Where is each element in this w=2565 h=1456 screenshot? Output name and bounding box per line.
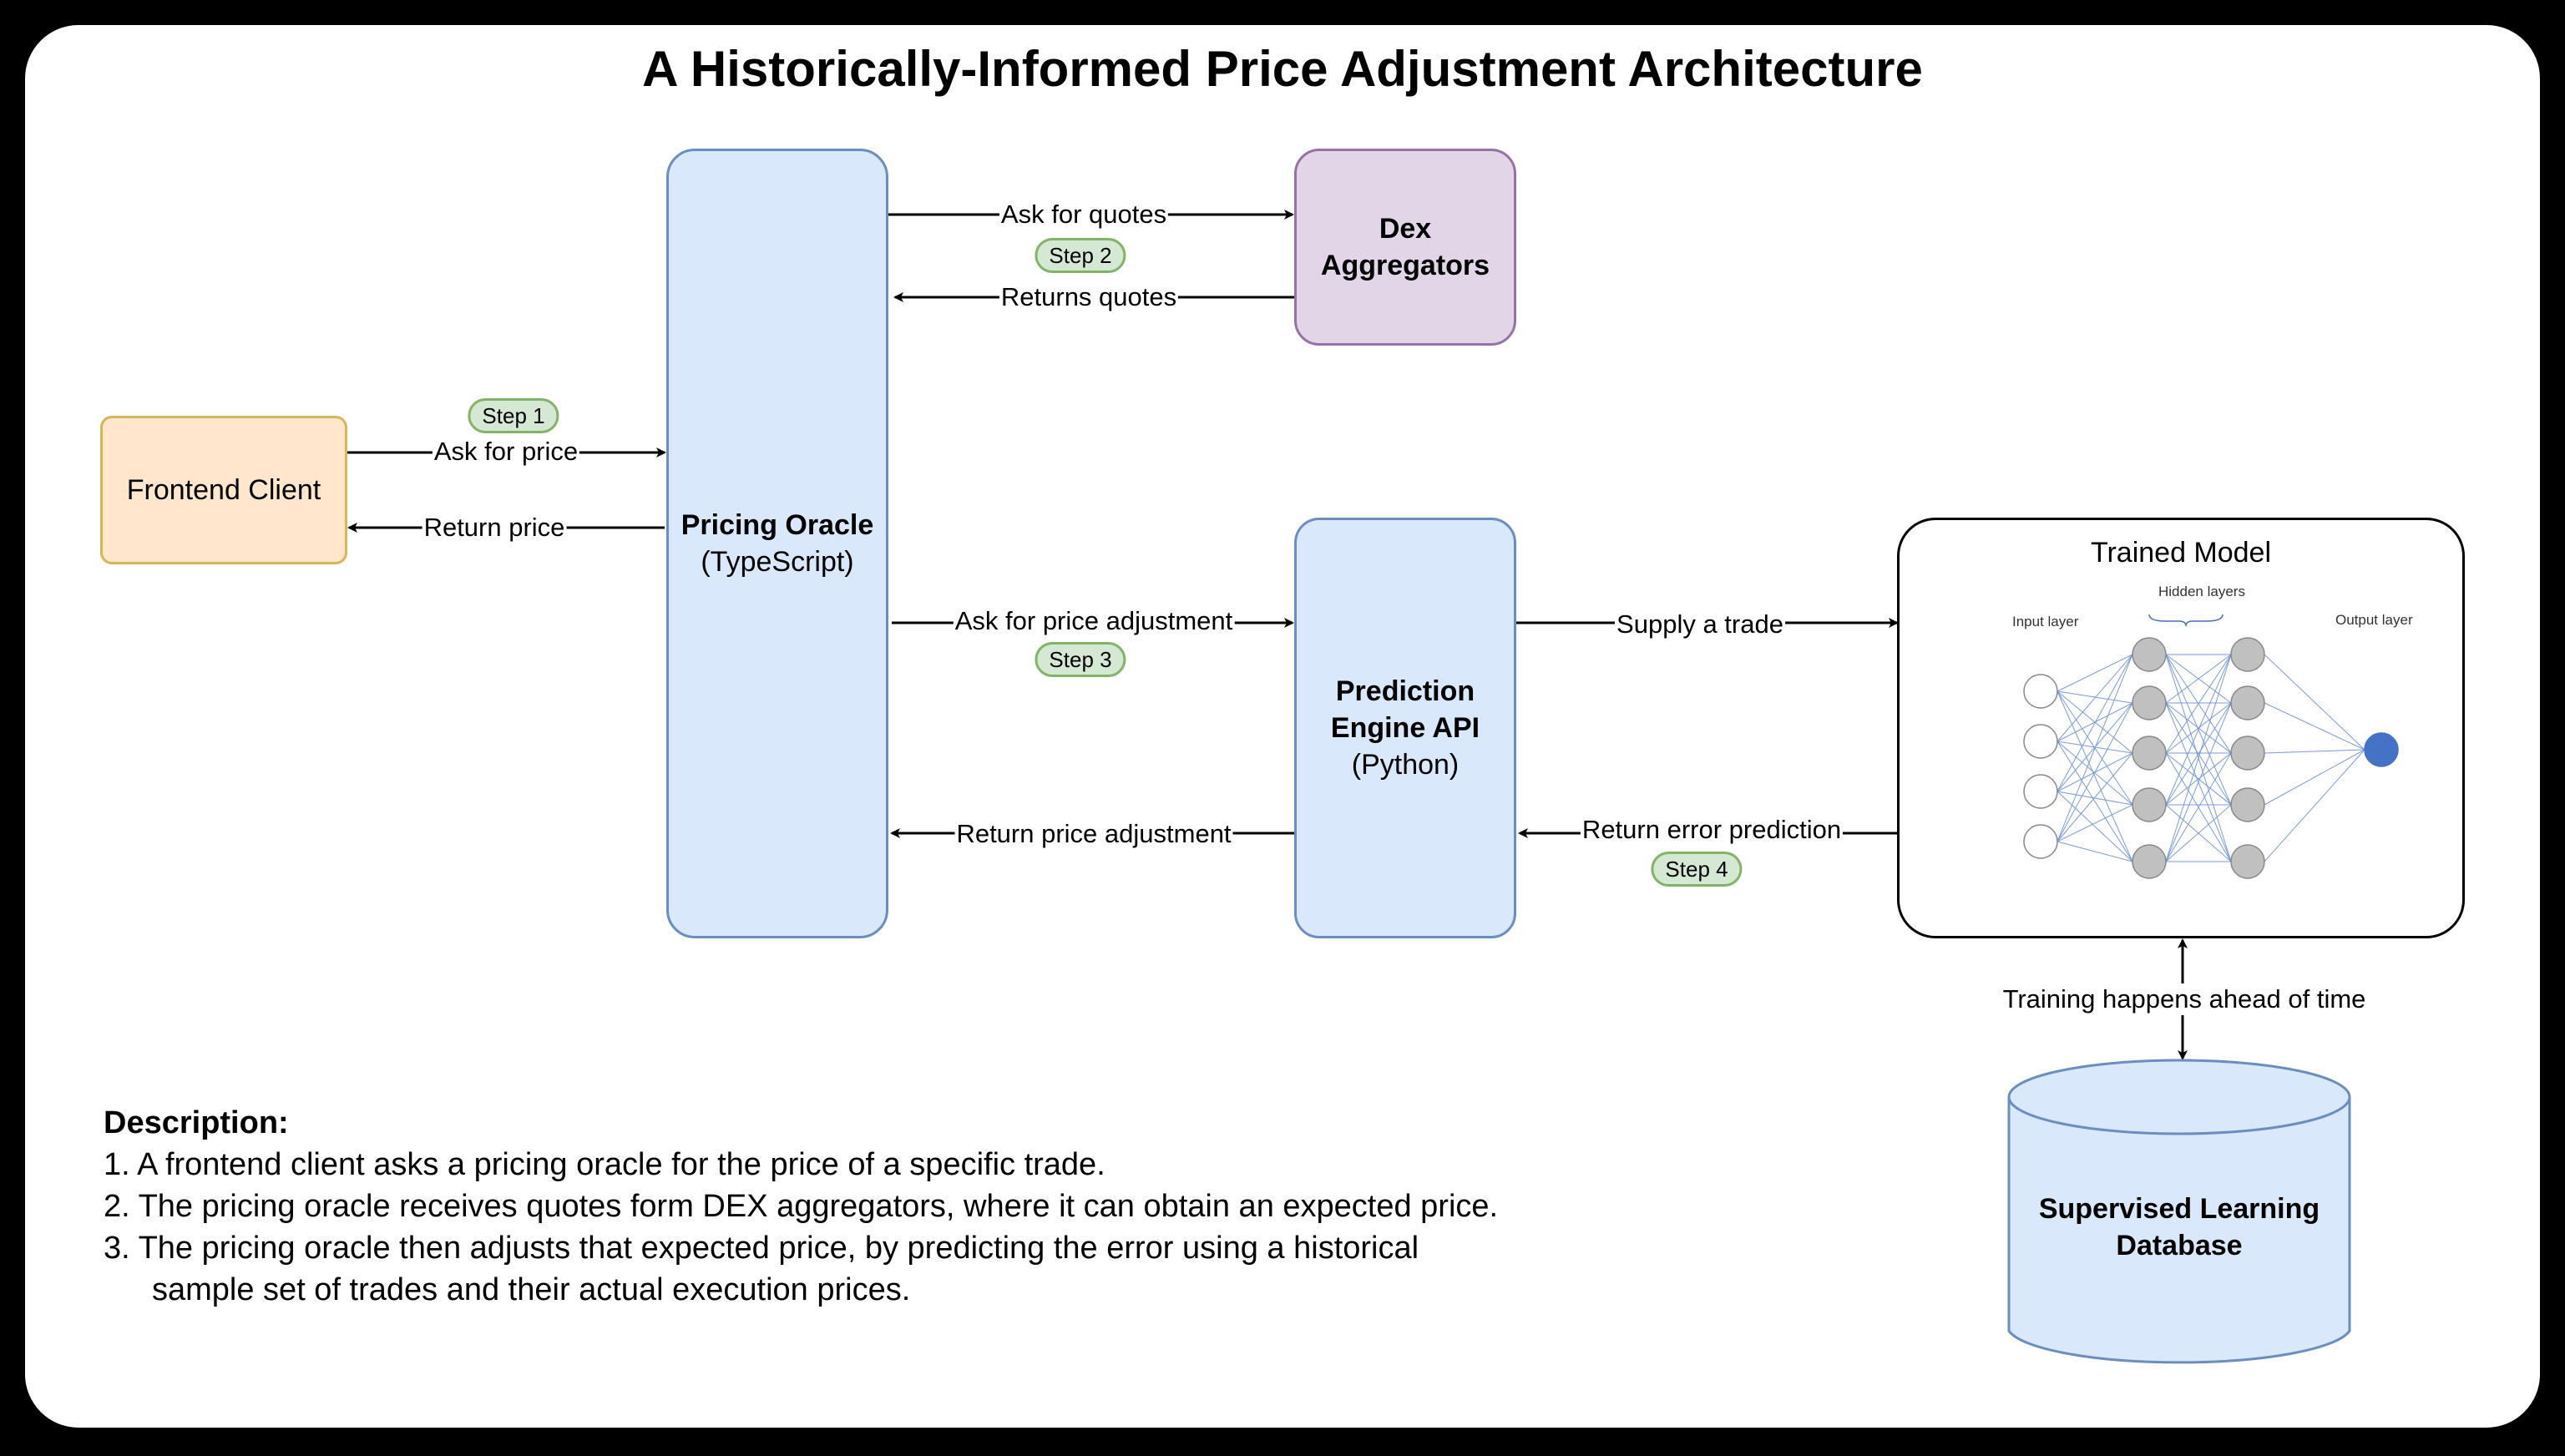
network-connection <box>2165 654 2232 754</box>
network-connection <box>2165 702 2232 806</box>
output-layer-label: Output layer <box>2335 612 2413 628</box>
network-connection <box>2057 654 2133 792</box>
database-line-1: Supervised Learning <box>2038 1193 2320 1225</box>
edge-label-training: Training happens ahead of time <box>2001 984 2368 1014</box>
hidden-neuron <box>2230 685 2265 720</box>
description-item-3: 3. The pricing oracle then adjusts that … <box>104 1231 1419 1266</box>
description-item-2: 2. The pricing oracle receives quotes fo… <box>104 1189 1499 1224</box>
edge-label-return-adjustment: Return price adjustment <box>954 819 1233 849</box>
edge-label-supply-trade: Supply a trade <box>1615 609 1785 640</box>
hidden-neuron <box>2230 736 2265 771</box>
network-connection <box>2165 804 2232 862</box>
network-connection <box>2165 702 2232 754</box>
prediction-engine-node: Prediction Engine API (Python) <box>1294 518 1516 938</box>
network-connection <box>2057 654 2133 842</box>
step-badge-1: Step 1 <box>468 398 559 433</box>
network-connection <box>2057 654 2133 692</box>
step-badge-3: Step 3 <box>1035 642 1126 677</box>
edge-label-ask-adjustment: Ask for price adjustment <box>953 606 1235 636</box>
network-connection <box>2165 654 2232 806</box>
input-neuron <box>2023 724 2058 759</box>
network-connection <box>2057 654 2133 742</box>
output-neuron <box>2364 732 2399 767</box>
network-connection <box>2057 752 2133 842</box>
network-connection <box>2264 749 2365 806</box>
hidden-neuron <box>2132 685 2167 720</box>
network-connection <box>2057 841 2133 862</box>
network-connection <box>2057 702 2133 842</box>
input-neuron <box>2023 674 2058 709</box>
frontend-client-node: Frontend Client <box>100 416 347 564</box>
step-badge-2: Step 2 <box>1035 238 1126 273</box>
network-connection <box>2264 749 2365 862</box>
hidden-layers-label: Hidden layers <box>2158 584 2245 599</box>
database-label: Supervised Learning Database <box>2007 1169 2351 1286</box>
network-connection <box>2165 702 2232 862</box>
database-node <box>2007 1059 2351 1364</box>
pricing-oracle-sub: (TypeScript) <box>701 546 854 578</box>
network-connection <box>2165 654 2232 704</box>
network-connection <box>2165 752 2232 806</box>
input-neuron <box>2023 824 2058 859</box>
network-connection <box>2057 791 2133 862</box>
network-connection <box>2165 752 2232 862</box>
description-item-1: 1. A frontend client asks a pricing orac… <box>104 1147 1105 1182</box>
hidden-neuron <box>2132 787 2167 822</box>
dex-line-1: Dex <box>1379 213 1432 245</box>
edge-label-return-price: Return price <box>422 513 567 543</box>
hidden-neuron <box>2230 844 2265 879</box>
pricing-oracle-node: Pricing Oracle (TypeScript) <box>666 149 888 938</box>
dex-line-2: Aggregators <box>1320 250 1490 281</box>
hidden-neuron <box>2230 787 2265 822</box>
edge-label-return-error: Return error prediction <box>1580 815 1844 845</box>
prediction-sub: (Python) <box>1351 749 1460 781</box>
trained-model-title: Trained Model <box>2090 537 2272 569</box>
network-connection <box>2057 804 2133 842</box>
network-connection <box>2264 749 2365 754</box>
hidden-neuron <box>2132 736 2167 771</box>
description-item-3-continued: sample set of trades and their actual ex… <box>152 1272 911 1307</box>
step-badge-4: Step 4 <box>1651 852 1743 887</box>
pricing-oracle-name: Pricing Oracle <box>680 509 874 541</box>
hidden-neuron <box>2132 844 2167 879</box>
network-connection <box>2165 654 2232 862</box>
frontend-client-label: Frontend Client <box>126 474 321 506</box>
trained-model-node: Trained Model Input layer Hidden layers … <box>1897 518 2465 938</box>
hidden-neuron <box>2132 637 2167 672</box>
hidden-neuron <box>2230 637 2265 672</box>
dex-aggregators-node: Dex Aggregators <box>1294 149 1516 346</box>
network-connection <box>2057 791 2133 806</box>
diagram-title: A Historically-Informed Price Adjustment… <box>642 41 1923 97</box>
network-connection <box>2264 654 2365 751</box>
description-block: Description: 1. A frontend client asks a… <box>104 1102 1498 1311</box>
network-connection <box>2264 702 2365 751</box>
network-connection <box>2057 690 2133 862</box>
prediction-line-1: Prediction <box>1335 675 1475 707</box>
database-line-2: Database <box>2116 1230 2243 1261</box>
edge-label-returns-quotes: Returns quotes <box>999 282 1179 312</box>
edge-label-ask-quotes: Ask for quotes <box>999 200 1169 230</box>
neural-network-graphic <box>2023 614 2399 879</box>
prediction-line-2: Engine API <box>1330 712 1480 744</box>
description-heading: Description: <box>104 1105 289 1140</box>
input-neuron <box>2023 774 2058 809</box>
network-connection <box>2057 690 2133 704</box>
input-layer-label: Input layer <box>2012 614 2079 629</box>
edge-label-ask-price: Ask for price <box>432 437 580 467</box>
network-connection <box>2057 741 2133 862</box>
